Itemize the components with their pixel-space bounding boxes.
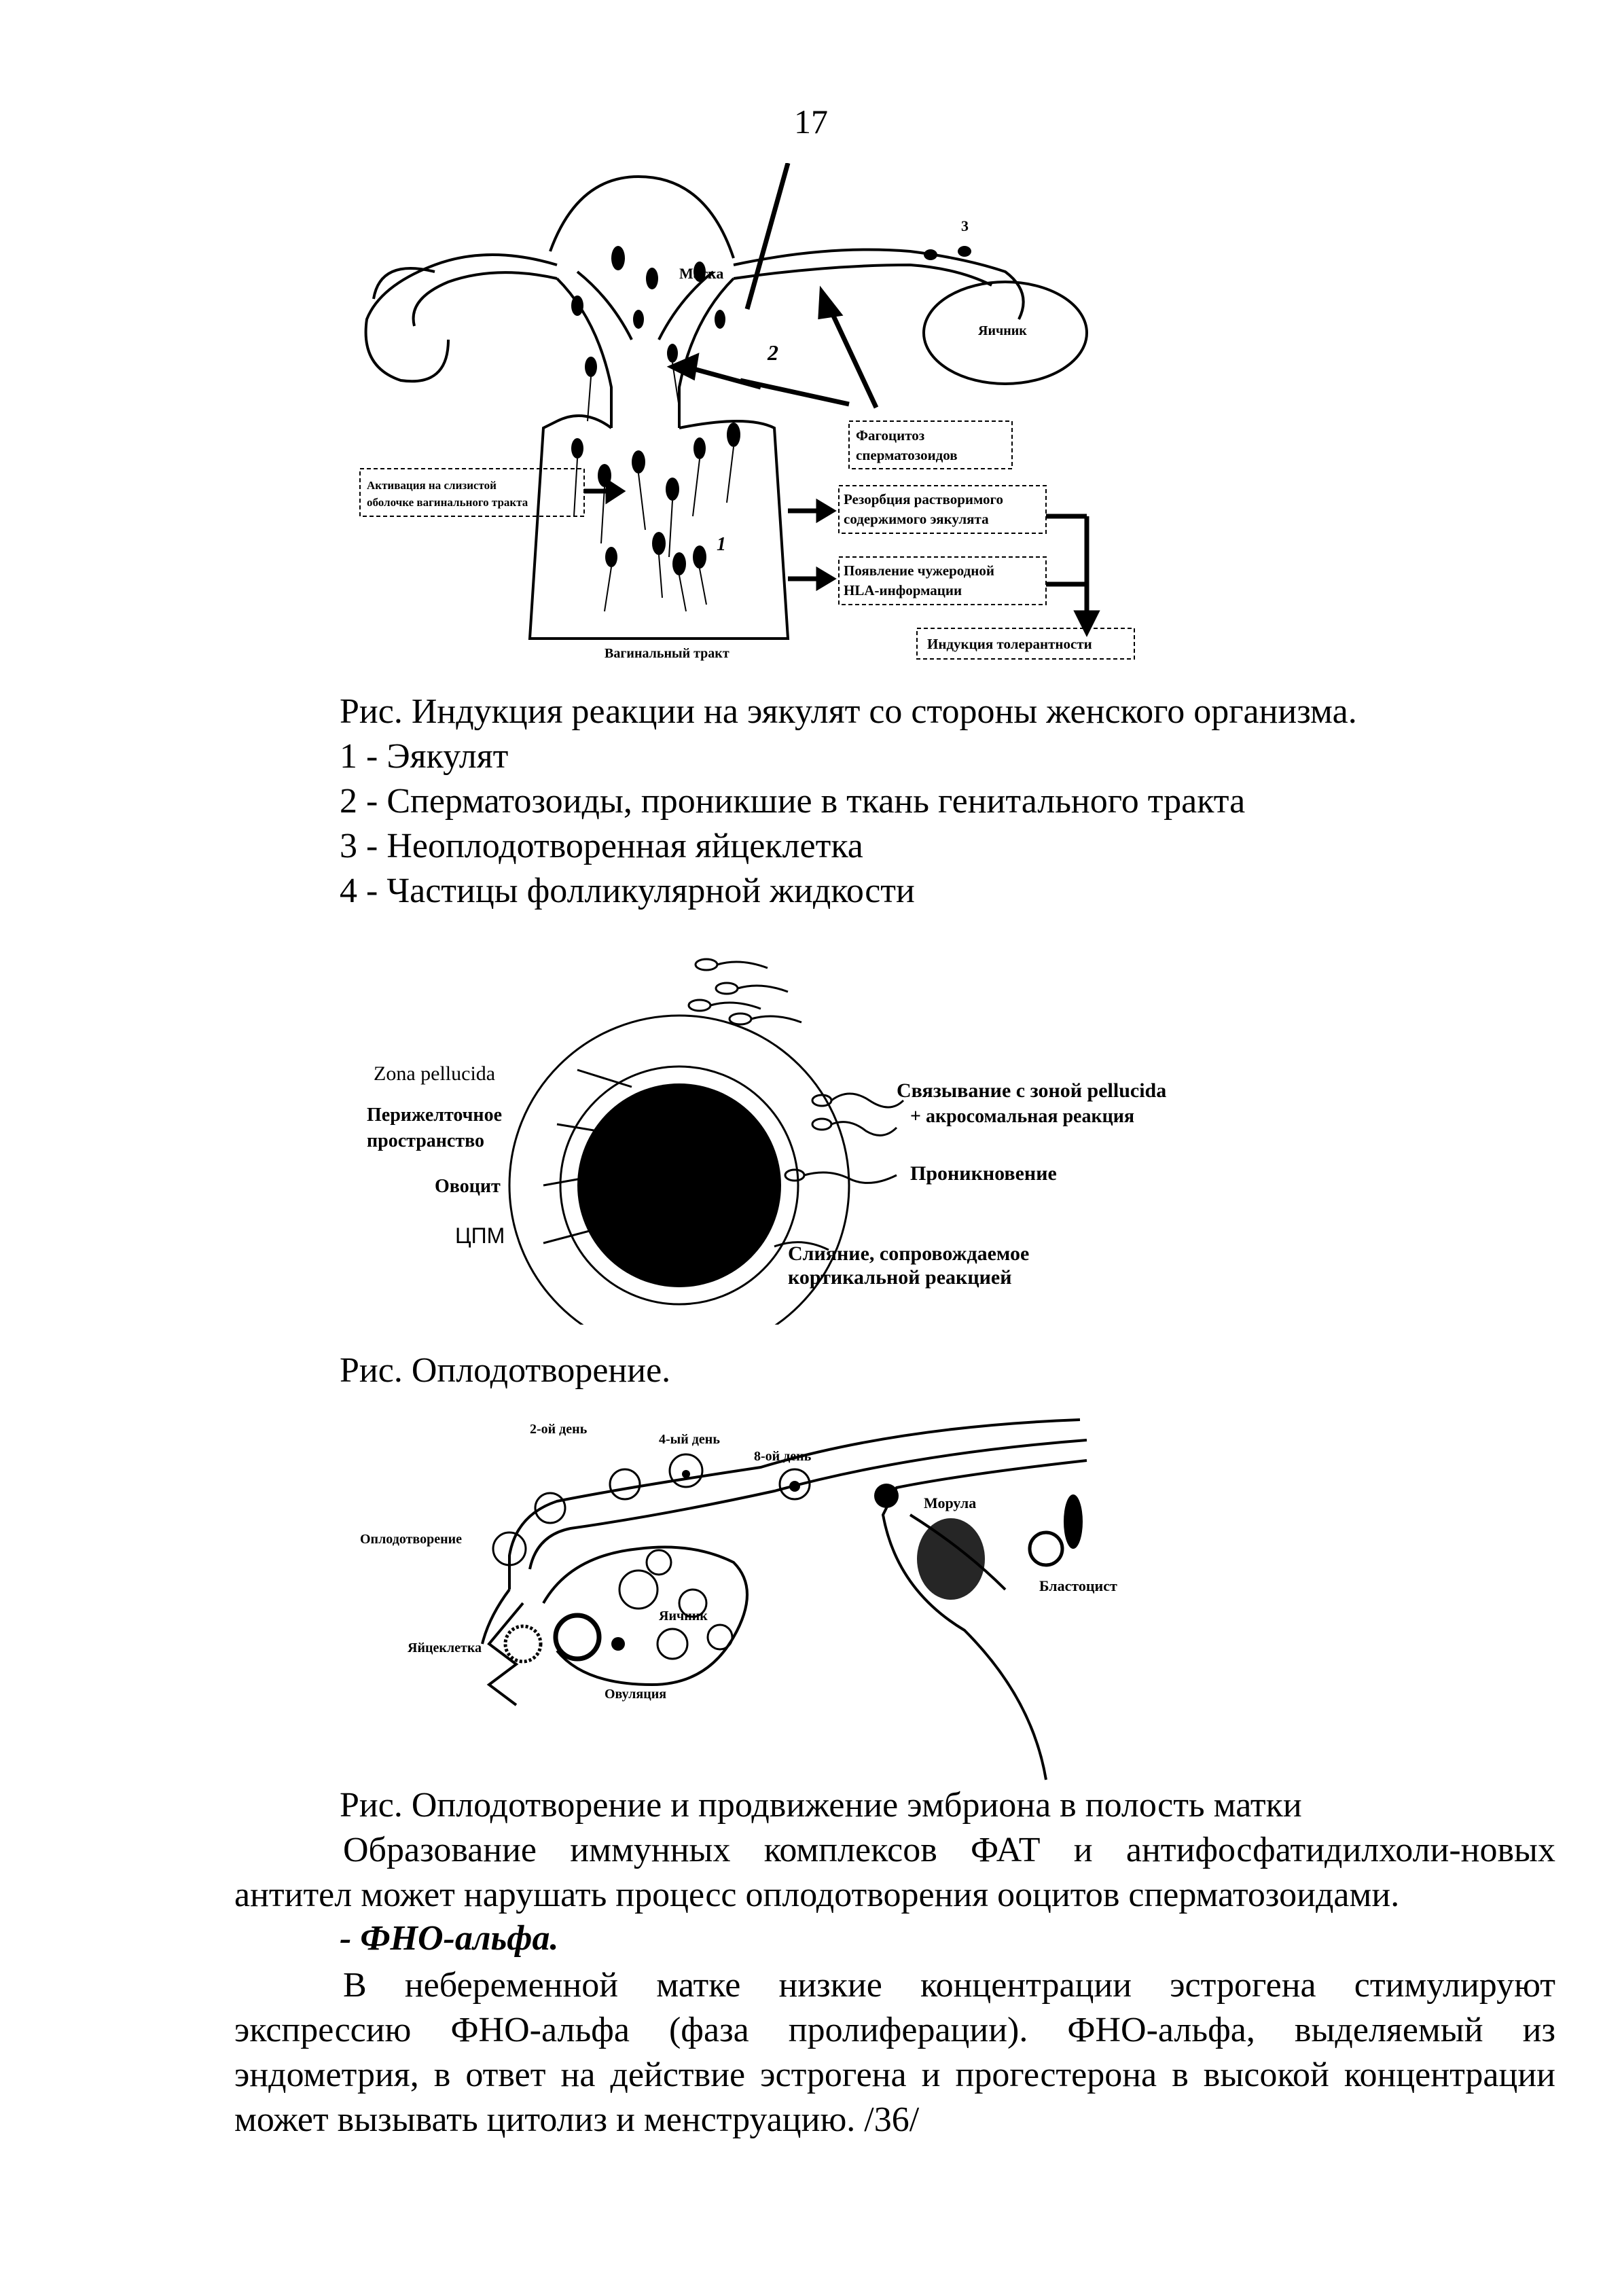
label-num3: 3	[961, 217, 969, 234]
figure2-caption: Рис. Оплодотворение.	[340, 1351, 671, 1390]
page-number: 17	[794, 103, 828, 141]
label-uterus: Матка	[679, 265, 723, 282]
hla-box	[838, 556, 1047, 605]
vagina-outline	[528, 414, 790, 640]
tolerance-label: Индукция толерантности	[927, 636, 1092, 652]
label-binding-1: Связывание с зоной pellucida	[897, 1079, 1166, 1102]
tube-outer	[508, 1418, 1081, 1590]
paragraph-immune-complexes: Образование иммунных комплексов ФАТ и ан…	[234, 1831, 1555, 1914]
zona-outer	[508, 1014, 850, 1325]
hla-line1: Появление чужеродной	[844, 562, 994, 579]
ovary-outline	[542, 1545, 749, 1687]
label-ovary: Яичник	[978, 323, 1027, 338]
label-fusion-2: кортикальной реакцией	[788, 1266, 1012, 1289]
phagocytosis-box	[848, 420, 1013, 469]
zona-inner	[559, 1065, 799, 1306]
label-morula: Морула	[924, 1494, 976, 1511]
activation-line1: Активация на слизистой	[367, 479, 497, 492]
figure1-item-3: 3 - Неоплодотворенная яйцеклетка	[340, 827, 863, 865]
resorb-line2: содержимого эякулята	[844, 511, 989, 527]
label-day8: 8-ой день	[754, 1449, 812, 1464]
label-day4: 4-ый день	[659, 1432, 720, 1447]
label-binding-2: + акросомальная реакция	[910, 1106, 1134, 1127]
heading-tnf-alpha: - ФНО-альфа.	[340, 1919, 559, 1958]
label-day2: 2-ой день	[530, 1422, 588, 1437]
uterus-dome	[549, 175, 735, 259]
label-num1: 1	[717, 534, 726, 555]
figure-ejaculate-reaction: Матка Яичник Вагинальный тракт 2 1 3 Акт…	[359, 163, 1135, 661]
label-oocyte: Овоцит	[435, 1176, 501, 1197]
label-egg: Яйцеклетка	[408, 1640, 482, 1655]
figure1-item-1: 1 - Эякулят	[340, 737, 509, 776]
right-ovary	[922, 281, 1088, 385]
figure1-caption: Рис. Индукция реакции на эякулят со стор…	[340, 692, 1357, 731]
label-cpm: ЦПМ	[455, 1223, 505, 1248]
figure1-item-4: 4 - Частицы фолликулярной жидкости	[340, 872, 915, 910]
label-fertilization: Оплодотворение	[360, 1532, 462, 1547]
label-fusion-1: Слияние, сопровождаемое	[788, 1242, 1029, 1265]
left-tube	[364, 253, 558, 383]
label-blastocyst: Бластоцист	[1039, 1577, 1117, 1594]
oocyte-core	[577, 1083, 781, 1287]
figure-embryo-movement: 2-ой день 4-ый день 8-ой день Морула Опл…	[360, 1418, 1117, 1780]
hla-line2: HLA-информации	[844, 582, 962, 598]
label-ovary: Яичник	[659, 1609, 708, 1624]
phago-line2: сперматозоидов	[856, 447, 958, 463]
figure3-caption: Рис. Оплодотворение и продвижение эмбрио…	[340, 1786, 1302, 1825]
label-zona: Zona pellucida	[374, 1062, 495, 1085]
phago-line1: Фагоцитоз	[856, 427, 924, 444]
label-ovulation: Овуляция	[605, 1687, 666, 1702]
label-vagina: Вагинальный тракт	[605, 646, 729, 661]
activation-box	[359, 468, 585, 517]
label-num2: 2	[767, 340, 778, 365]
label-perivitelline-1: Перижелточное	[367, 1105, 502, 1126]
tolerance-box	[916, 628, 1135, 660]
resorb-line1: Резорбция растворимого	[844, 491, 1003, 507]
resorption-box	[838, 485, 1047, 534]
uterus-wall	[881, 1459, 1087, 1780]
fertilization-cell	[492, 1531, 527, 1566]
label-perivitelline-2: пространство	[367, 1130, 484, 1151]
morula-cell	[874, 1484, 899, 1508]
figure-fertilization: Zona pellucida Перижелточное пространств…	[367, 958, 1166, 1325]
activation-line2: оболочке вагинального тракта	[367, 496, 528, 509]
blastocyst-cell	[1028, 1530, 1064, 1567]
label-penetration: Проникновение	[910, 1162, 1057, 1185]
figure1-item-2: 2 - Сперматозоиды, проникшие в ткань ген…	[340, 782, 1246, 821]
paragraph-tnf-alpha: В небеременной матке низкие концентрации…	[234, 1966, 1555, 2139]
